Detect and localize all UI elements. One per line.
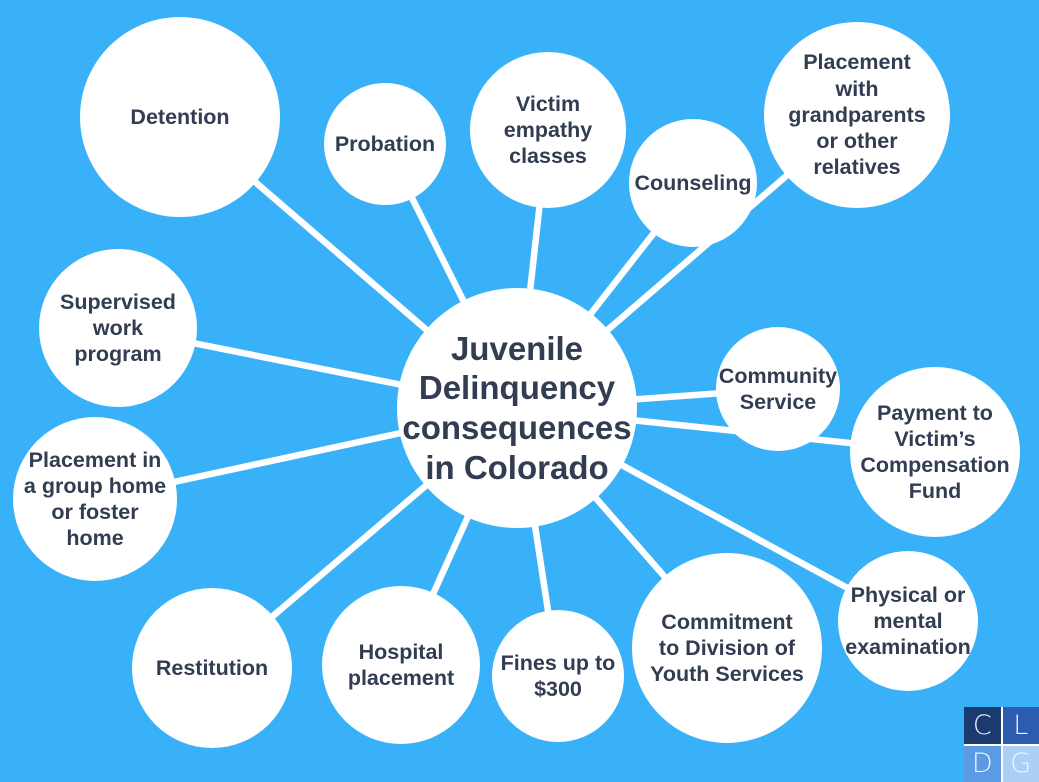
- node-label: Detention: [130, 104, 230, 129]
- node-counseling: Counseling: [629, 119, 757, 247]
- brand-logo: C L D G: [964, 707, 1039, 782]
- logo-letter: L: [1013, 709, 1029, 741]
- node-placement-group-home: Placement in a group home or foster home: [13, 417, 177, 581]
- node-probation: Probation: [324, 83, 446, 205]
- node-label: Counseling: [634, 170, 752, 195]
- node-restitution: Restitution: [132, 588, 292, 748]
- logo-cell-l: L: [1002, 707, 1039, 744]
- node-label: Fines up to $300: [500, 650, 616, 701]
- node-physical-or-mental-examination: Physical or mental examination: [838, 551, 978, 691]
- center-label: Juvenile Delinquency consequences in Col…: [402, 329, 632, 486]
- node-label: Payment to Victim’s Compensation Fund: [860, 400, 1010, 504]
- logo-cell-g: G: [1002, 745, 1039, 782]
- node-fines-up-to-300: Fines up to $300: [492, 610, 624, 742]
- logo-letter: C: [972, 709, 992, 741]
- node-center: Juvenile Delinquency consequences in Col…: [397, 288, 637, 528]
- node-label: Physical or mental examination: [845, 582, 971, 660]
- node-label: Hospital placement: [347, 639, 455, 690]
- logo-letter: G: [1010, 748, 1032, 780]
- node-victim-empathy-classes: Victim empathy classes: [470, 52, 626, 208]
- node-community-service: Community Service: [716, 327, 840, 451]
- logo-letter: D: [971, 748, 993, 780]
- node-label: Victim empathy classes: [503, 91, 593, 169]
- node-supervised-work-program: Supervised work program: [39, 249, 197, 407]
- node-label: Supervised work program: [60, 289, 176, 367]
- node-label: Commitment to Division of Youth Services: [650, 609, 804, 687]
- node-payment-victims-compensation-fund: Payment to Victim’s Compensation Fund: [850, 367, 1020, 537]
- logo-cell-c: C: [964, 707, 1001, 744]
- node-label: Community Service: [718, 363, 838, 414]
- node-label: Placement with grandparents or other rel…: [788, 50, 926, 180]
- logo-cell-d: D: [964, 745, 1001, 782]
- node-commitment-division-youth-services: Commitment to Division of Youth Services: [632, 553, 822, 743]
- node-label: Restitution: [155, 655, 269, 680]
- node-placement-with-grandparents: Placement with grandparents or other rel…: [764, 22, 950, 208]
- node-label: Placement in a group home or foster home: [23, 447, 167, 551]
- node-detention: Detention: [80, 17, 280, 217]
- node-label: Probation: [334, 131, 436, 156]
- node-hospital-placement: Hospital placement: [322, 586, 480, 744]
